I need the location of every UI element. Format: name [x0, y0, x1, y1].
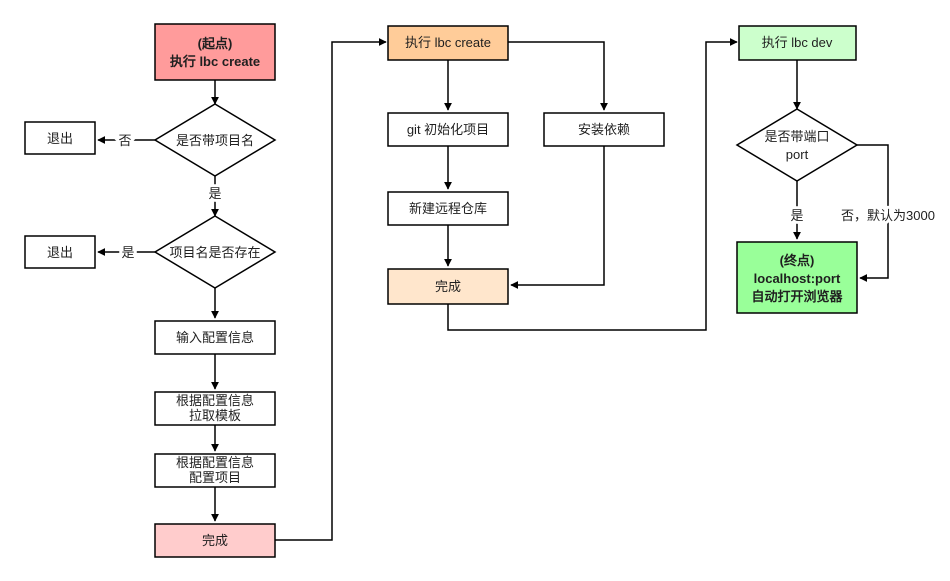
node-install-deps-label: 安装依赖: [578, 122, 630, 137]
edge-label-yes2: 是: [121, 245, 134, 260]
node-exit-1: 退出: [24, 121, 96, 155]
decision-port-line2: port: [786, 147, 809, 162]
node-config-project: 根据配置信息 配置项目: [154, 453, 276, 488]
edge-check-port-default: [857, 144, 889, 282]
node-git-init-label: git 初始化项目: [407, 122, 489, 137]
node-remote-repo-label: 新建远程仓库: [409, 201, 487, 216]
node-config-project-line2: 配置项目: [189, 470, 241, 485]
decision-name-exists: 项目名是否存在: [153, 215, 277, 289]
node-install-deps: 安装依赖: [543, 112, 665, 147]
node-dev: 执行 lbc dev: [738, 25, 857, 61]
node-create: 执行 lbc create: [387, 25, 509, 61]
node-pull-template-line2: 拉取模板: [189, 408, 241, 423]
decision-name-exists-label: 项目名是否存在: [169, 245, 260, 260]
node-start: (起点) 执行 lbc create: [154, 23, 276, 81]
edge-create-to-install: [508, 41, 608, 111]
edge-label-yes1: 是: [208, 186, 221, 201]
node-end: (终点) localhost:port 自动打开浏览器: [736, 241, 858, 314]
node-done-1-label: 完成: [202, 533, 228, 548]
edge-done1-to-create: [275, 38, 387, 541]
node-start-line1: (起点): [198, 36, 233, 51]
edge-done2-to-dev: [447, 38, 738, 331]
node-start-line2: 执行 lbc create: [170, 54, 260, 69]
decision-project-name-label: 是否带项目名: [176, 133, 254, 148]
node-remote-repo: 新建远程仓库: [387, 191, 509, 226]
edge-label-yes3: 是: [790, 208, 803, 223]
edge-label-no-default: 否，默认为3000: [841, 208, 935, 223]
node-input-config: 输入配置信息: [154, 320, 276, 355]
edge-label-no1: 否: [118, 133, 131, 148]
edge-install-to-done2: [510, 146, 605, 289]
node-config-project-line1: 根据配置信息: [176, 455, 254, 470]
decision-port: 是否带端口 port: [735, 108, 859, 182]
node-dev-label: 执行 lbc dev: [762, 35, 833, 50]
node-pull-template: 根据配置信息 拉取模板: [154, 391, 276, 426]
node-input-config-label: 输入配置信息: [176, 330, 254, 345]
node-done-2: 完成: [387, 268, 509, 305]
decision-project-name: 是否带项目名: [153, 103, 277, 177]
node-end-line3: 自动打开浏览器: [751, 289, 843, 304]
node-done-1: 完成: [154, 523, 276, 558]
node-end-line2: localhost:port: [754, 271, 841, 286]
node-end-line1: (终点): [780, 253, 815, 268]
node-pull-template-line1: 根据配置信息: [176, 393, 254, 408]
node-done-2-label: 完成: [435, 279, 461, 294]
node-exit-2: 退出: [24, 235, 96, 269]
node-create-label: 执行 lbc create: [405, 35, 491, 50]
decision-port-line1: 是否带端口: [764, 129, 829, 144]
node-exit-1-label: 退出: [47, 131, 73, 146]
node-exit-2-label: 退出: [47, 245, 73, 260]
node-git-init: git 初始化项目: [387, 112, 509, 147]
